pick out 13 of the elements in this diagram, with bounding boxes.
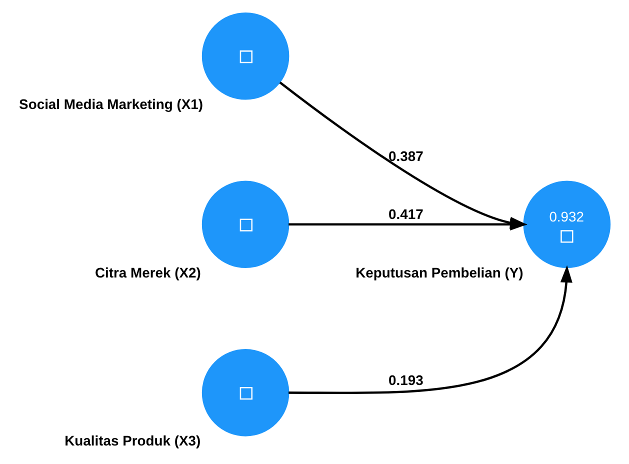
- arrow: [288, 218, 528, 230]
- node-label: Kualitas Produk (X3): [64, 432, 201, 449]
- edge-label: 0.417: [388, 206, 424, 222]
- node-label: Keputusan Pembelian (Y): [356, 264, 524, 280]
- arrow: [288, 265, 572, 394]
- node-circle: [202, 12, 290, 100]
- node-circle: 0.932: [523, 180, 611, 268]
- edge-label: 0.193: [388, 372, 424, 388]
- node-label: Social Media Marketing (X1): [19, 96, 203, 112]
- edge-label: 0.387: [388, 148, 424, 164]
- node-circle: [202, 180, 290, 268]
- node-label: Citra Merek (X2): [94, 264, 201, 280]
- node-circle: [202, 349, 290, 436]
